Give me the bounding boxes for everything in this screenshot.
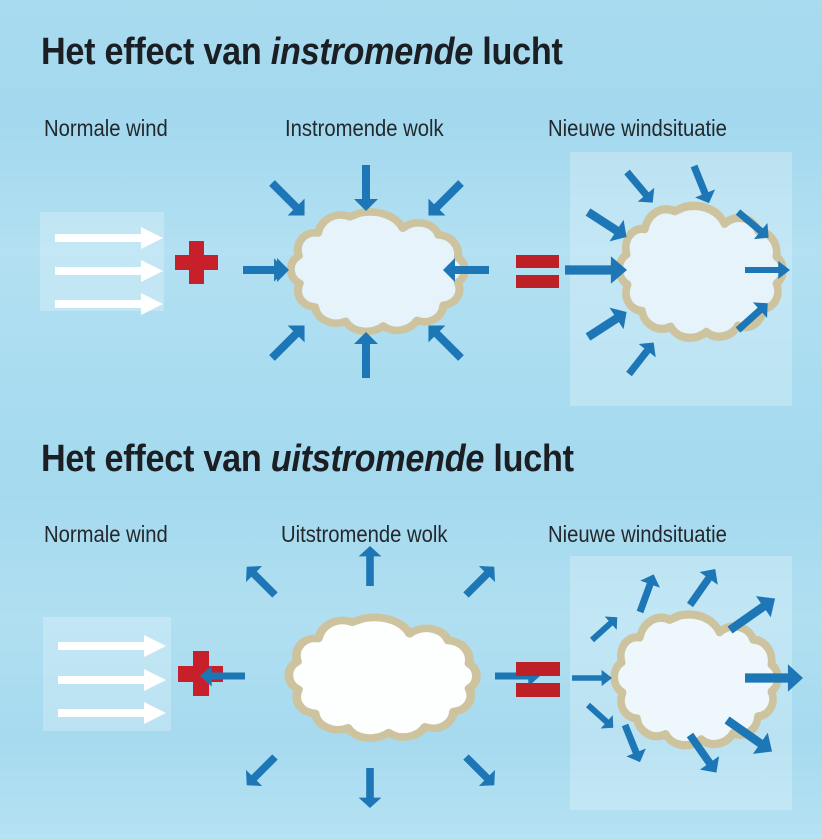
title-emphasis: uitstromende [270,438,485,480]
equals-sign-icon-inflow [516,255,559,288]
section-title-outflow: Het effect van uitstromende lucht [41,439,574,479]
caption-new-wind-situation-inflow: Nieuwe windsituatie [548,115,727,141]
cloud-icon-inflow [291,212,465,331]
inflow-arrows-cloud [243,165,489,378]
plus-sign-icon-inflow [175,241,218,284]
outflow-arrows-cloud [200,546,540,808]
caption-new-wind-situation-outflow: Nieuwe windsituatie [548,521,727,547]
caption-normal-wind-inflow: Normale wind [44,115,168,141]
plus-sign-icon-outflow [178,651,223,696]
wind-panel-background-outflow [43,617,171,731]
title-suffix: lucht [484,438,574,480]
equals-sign-icon-outflow [516,662,560,697]
wind-panel-background-inflow [40,212,164,311]
caption-normal-wind-outflow: Normale wind [44,521,168,547]
caption-outflow-cloud: Uitstromende wolk [281,521,448,547]
result-panel-background-outflow [570,556,792,810]
title-prefix: Het effect van [41,31,271,73]
caption-inflow-cloud: Instromende wolk [285,115,444,141]
cloud-icon-outflow [289,617,477,738]
section-title-inflow: Het effect van instromende lucht [41,32,563,72]
title-emphasis: instromende [270,31,474,73]
connector-arrow-left-inflow [243,258,285,282]
title-prefix: Het effect van [41,438,271,480]
title-suffix: lucht [473,31,563,73]
result-panel-background-inflow [570,152,792,406]
